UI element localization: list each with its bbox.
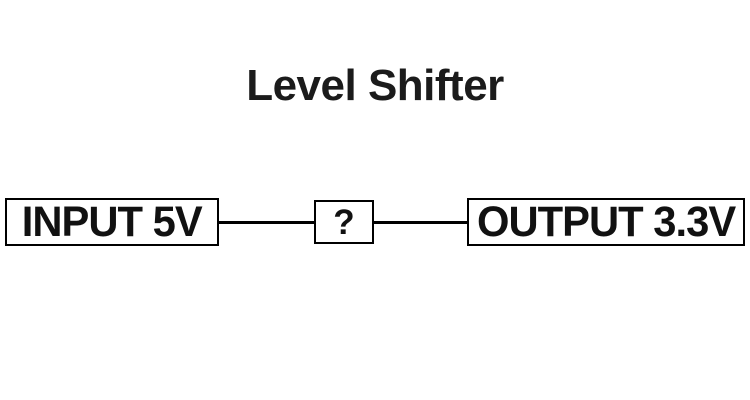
block-unknown-label: ? — [333, 202, 355, 242]
block-output-label: OUTPUT 3.3V — [476, 198, 736, 246]
block-output[interactable]: OUTPUT 3.3V — [467, 198, 745, 246]
connector-unknown-to-output — [373, 221, 468, 224]
diagram-title: Level Shifter — [246, 61, 504, 110]
block-unknown[interactable]: ? — [314, 200, 374, 244]
connector-input-to-unknown — [218, 221, 315, 224]
block-diagram-row: INPUT 5V ? OUTPUT 3.3V — [0, 196, 750, 248]
block-input[interactable]: INPUT 5V — [5, 198, 219, 246]
block-input-label: INPUT 5V — [22, 198, 203, 246]
